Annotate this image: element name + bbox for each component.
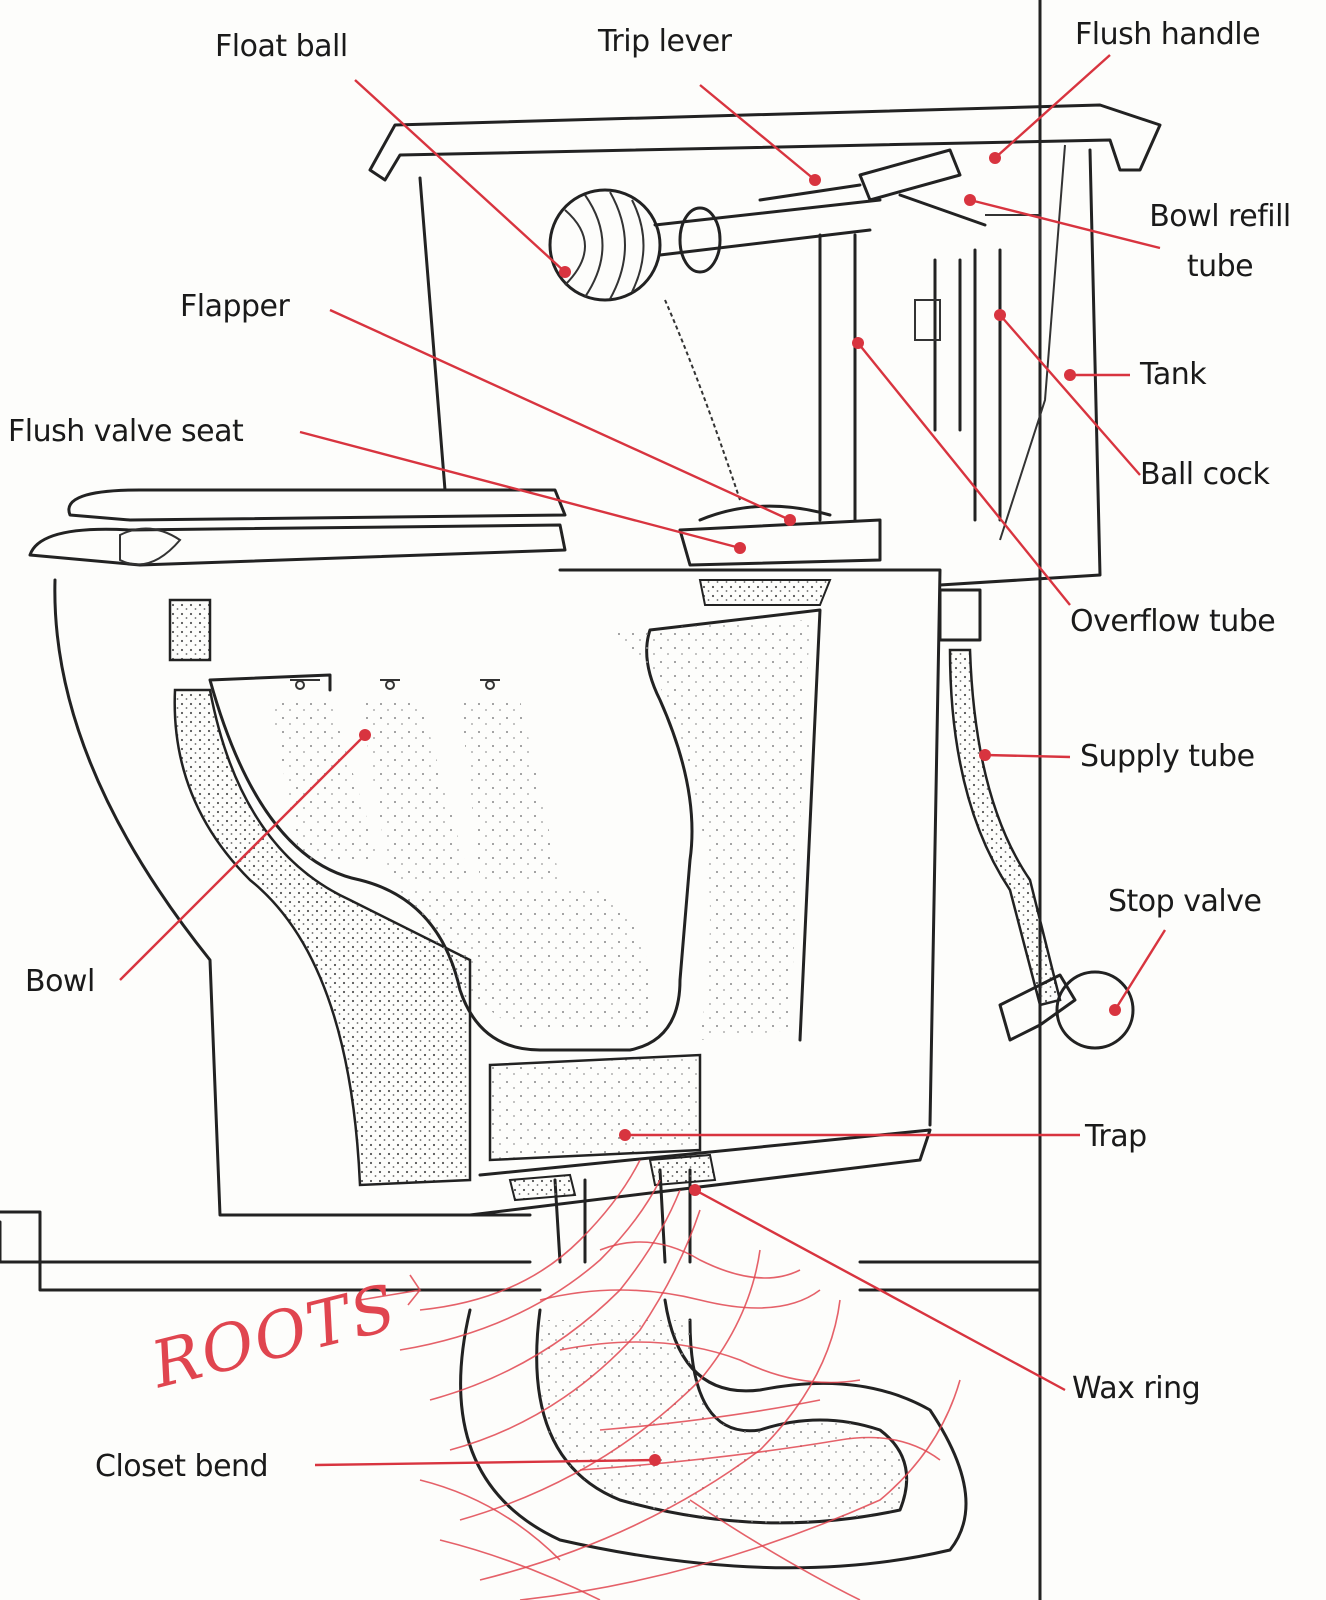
trapway-water (610, 620, 810, 1040)
valve-gasket (698, 579, 832, 606)
flush-valve-base (678, 518, 882, 567)
bowl-water (400, 890, 652, 1030)
label-trip-lever: Trip lever (598, 24, 732, 59)
stop-valve-flange (1055, 970, 1135, 1050)
overflow-tube-shape (818, 233, 857, 522)
jet-1 (295, 680, 305, 690)
label-flush-valve-seat: Flush valve seat (8, 414, 244, 449)
spray-3 (460, 700, 560, 880)
spray-1 (270, 700, 380, 860)
jet-2 (385, 680, 395, 690)
label-trap: Trap (1085, 1119, 1147, 1154)
label-ball-cock: Ball cock (1140, 457, 1270, 492)
lift-chain (664, 299, 741, 501)
bowl-rear-shell (558, 568, 942, 1127)
floor-slab-right (858, 1260, 1042, 1292)
jet-3 (485, 680, 495, 690)
label-wax-ring: Wax ring (1072, 1371, 1201, 1406)
trip-lever-rod (758, 183, 987, 227)
label-flapper: Flapper (180, 289, 290, 324)
seat-lid (67, 488, 567, 522)
float-arm (653, 198, 882, 257)
label-bowl-refill-tube-1: Bowl refill (1149, 199, 1291, 234)
wax-ring-left (508, 1173, 577, 1202)
float-ball-ribs (564, 191, 645, 300)
ball-cock-shape (933, 248, 1002, 522)
floor-slab-left (0, 1210, 532, 1264)
label-stop-valve: Stop valve (1108, 884, 1262, 919)
seat-hinge (119, 527, 182, 566)
supply-tube-shape (948, 648, 1062, 1007)
closet-bend-fill (536, 1320, 907, 1523)
roots-drawing (359, 1159, 961, 1600)
leader-lines (119, 54, 1167, 1467)
trip-lever-bar (858, 148, 962, 202)
seat-ring (28, 523, 567, 567)
refill-tube-shape (985, 214, 1041, 250)
label-overflow-tube: Overflow tube (1070, 604, 1276, 639)
stop-valve-handle (998, 973, 1077, 1042)
bowl-front-shell (53, 578, 532, 1217)
label-float-ball: Float ball (215, 29, 348, 64)
label-supply-tube: Supply tube (1080, 739, 1255, 774)
wax-ring-right (648, 1153, 717, 1187)
floor-slab-edge (0, 1260, 542, 1292)
spray-2 (360, 700, 470, 880)
label-bowl-refill-tube-2: tube (1186, 249, 1254, 284)
supply-nut (938, 588, 982, 642)
tank-back-wall (418, 176, 447, 492)
rim-channel (168, 598, 212, 662)
trap-chamber (488, 1053, 702, 1162)
tank-front-wall (938, 148, 1102, 587)
float-ball-shape (548, 188, 662, 302)
label-closet-bend: Closet bend (95, 1449, 269, 1484)
float-arm-joint (678, 206, 722, 274)
outlet-horn (553, 1168, 692, 1264)
label-tank: Tank (1140, 357, 1207, 392)
bowl-interior (208, 608, 822, 1052)
tank-inner-line (999, 144, 1066, 541)
tank-lid (368, 103, 1162, 182)
bowl-wall-cavity (173, 688, 472, 1187)
label-flush-handle: Flush handle (1075, 17, 1261, 52)
ball-cock-valve (914, 299, 941, 341)
label-bowl: Bowl (25, 964, 95, 999)
